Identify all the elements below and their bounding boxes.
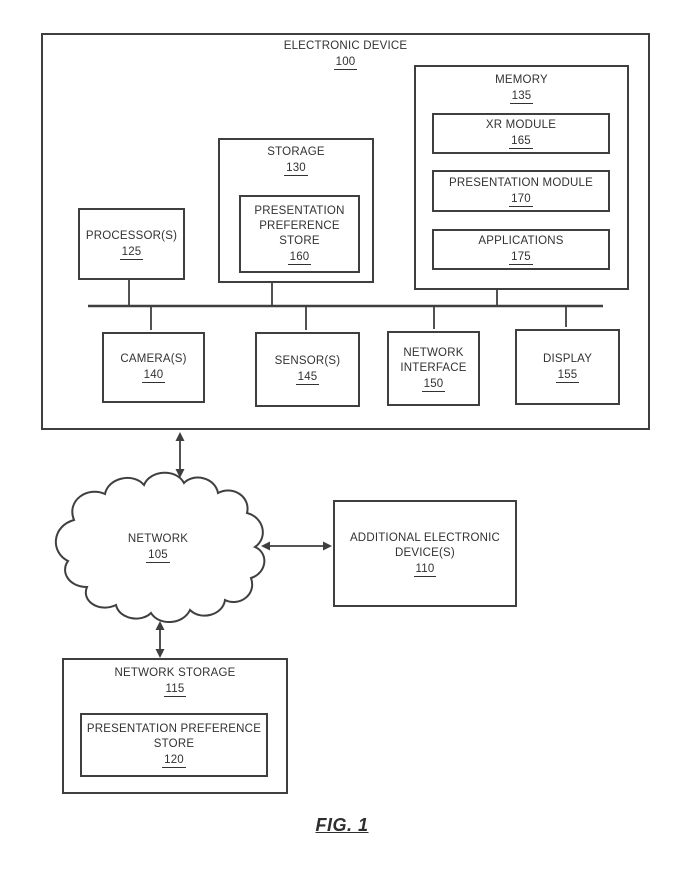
display-label: DISPLAY	[542, 352, 593, 365]
memory-ref: 135	[509, 90, 534, 104]
electronic-device-label: ELECTRONIC DEVICE	[283, 40, 408, 52]
network-cloud-label: NETWORK 105	[98, 532, 218, 563]
presentation-preference-store-120-label: PRESENTATION PREFERENCE STORE	[86, 723, 262, 750]
presentation-preference-store-160-box: PRESENTATION PREFERENCE STORE 160	[239, 195, 360, 273]
additional-electronic-device-ref: 110	[413, 562, 437, 577]
sensor-label: SENSOR(S)	[274, 355, 341, 367]
network-cloud-icon	[54, 471, 266, 623]
processor-ref: 125	[119, 245, 144, 260]
network-interface-label: NETWORK INTERFACE	[400, 346, 467, 374]
display-box: DISPLAY 155	[515, 329, 620, 405]
memory-label: MEMORY	[495, 74, 548, 86]
applications-ref: 175	[509, 251, 533, 265]
network-storage-ref: 115	[163, 683, 187, 697]
additional-electronic-device-label: ADDITIONAL ELECTRONIC DEVICE(S)	[349, 531, 501, 559]
arrow-network-additional-device	[261, 541, 332, 551]
presentation-module-ref: 170	[509, 192, 533, 207]
network-label: NETWORK	[127, 533, 189, 545]
presentation-module-label: PRESENTATION MODULE	[449, 176, 593, 189]
presentation-preference-store-120-box: PRESENTATION PREFERENCE STORE 120	[80, 713, 268, 777]
memory-title: MEMORY 135	[495, 67, 548, 104]
applications-label: APPLICATIONS	[478, 235, 564, 247]
processor-label: PROCESSOR(S)	[85, 229, 178, 242]
network-ref: 105	[146, 549, 170, 563]
memory-box: MEMORY 135 XR MODULE 165 PRESENTATION MO…	[414, 65, 629, 290]
applications-box: APPLICATIONS 175	[432, 229, 610, 270]
xr-module-label: XR MODULE	[485, 119, 557, 131]
storage-ref: 130	[284, 162, 308, 176]
arrow-device-network	[175, 432, 185, 478]
camera-ref: 140	[141, 369, 166, 383]
electronic-device-box: ELECTRONIC DEVICE 100 PROCESSOR(S) 125 S…	[41, 33, 650, 430]
xr-module-box: XR MODULE 165	[432, 113, 610, 154]
network-storage-label: NETWORK STORAGE	[114, 667, 236, 679]
network-storage-box: NETWORK STORAGE 115 PRESENTATION PREFERE…	[62, 658, 288, 794]
camera-label: CAMERA(S)	[120, 353, 187, 365]
presentation-module-box: PRESENTATION MODULE 170	[432, 170, 610, 212]
camera-box: CAMERA(S) 140	[102, 332, 205, 403]
presentation-preference-store-160-label: PRESENTATION PREFERENCE STORE	[254, 204, 345, 247]
additional-electronic-device-box: ADDITIONAL ELECTRONIC DEVICE(S) 110	[333, 500, 517, 607]
electronic-device-ref: 100	[333, 56, 358, 70]
processor-box: PROCESSOR(S) 125	[78, 208, 185, 280]
storage-box: STORAGE 130 PRESENTATION PREFERENCE STOR…	[218, 138, 374, 283]
arrow-network-storage	[155, 621, 165, 658]
xr-module-ref: 165	[509, 135, 533, 149]
figure-caption: FIG. 1	[315, 815, 369, 835]
sensor-ref: 145	[295, 371, 320, 385]
network-interface-ref: 150	[421, 377, 446, 392]
sensor-box: SENSOR(S) 145	[255, 332, 360, 407]
presentation-preference-store-160-ref: 160	[287, 250, 312, 265]
network-storage-title: NETWORK STORAGE 115	[115, 660, 236, 697]
display-ref: 155	[555, 368, 580, 383]
storage-title: STORAGE 130	[267, 140, 325, 176]
electronic-device-title: ELECTRONIC DEVICE 100	[284, 35, 408, 70]
network-interface-box: NETWORK INTERFACE 150	[387, 331, 480, 406]
presentation-preference-store-120-ref: 120	[162, 754, 186, 768]
storage-label: STORAGE	[267, 146, 325, 158]
